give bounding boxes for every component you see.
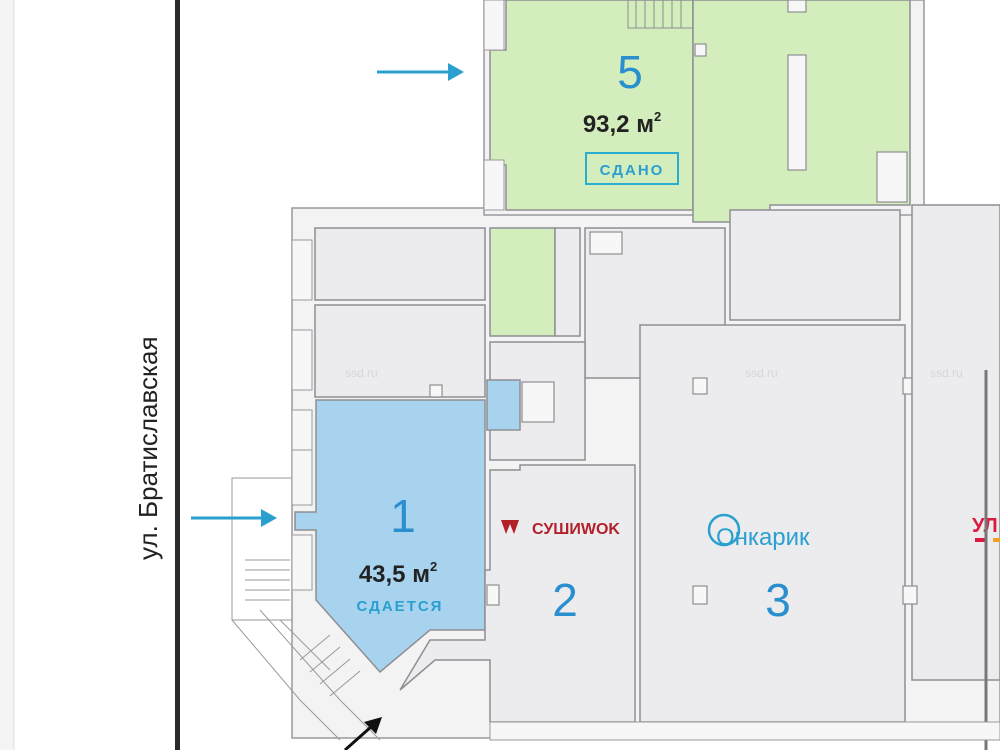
unit-2-number: 2 bbox=[552, 574, 578, 626]
unit-5[interactable]: 5 93,2 м2 СДАНО bbox=[489, 0, 911, 337]
unit-3-number: 3 bbox=[765, 574, 791, 626]
watermark: ssd.ru bbox=[345, 366, 378, 380]
entrance-arrow-icon bbox=[344, 717, 382, 750]
room-a bbox=[314, 227, 486, 301]
left-margin bbox=[0, 0, 14, 750]
svg-text:Онкарик: Онкарик bbox=[716, 524, 810, 551]
sushiwok-logo-icon: СУШИWOK bbox=[501, 520, 620, 538]
stairs-icon bbox=[627, 0, 693, 29]
onkarik-logo-icon: Онкарик bbox=[707, 513, 810, 551]
unit-1-status: СДАЕТСЯ bbox=[357, 598, 444, 615]
unit-5-status: СДАНО bbox=[600, 162, 665, 179]
room-f bbox=[554, 227, 581, 337]
entrance-arrow-icon bbox=[377, 63, 464, 81]
unit-2[interactable]: СУШИWOK 2 bbox=[399, 464, 636, 723]
unit-1-number: 1 bbox=[390, 490, 416, 542]
room-d bbox=[729, 209, 901, 321]
entrance-arrow-icon bbox=[191, 509, 277, 527]
unit-5-number: 5 bbox=[617, 46, 643, 98]
watermark: ssd.ru bbox=[745, 366, 778, 380]
street-label: ул. Братиславская bbox=[133, 336, 163, 560]
street-line bbox=[175, 0, 180, 750]
unit-3[interactable]: Онкарик 3 bbox=[639, 324, 918, 723]
unit-1[interactable]: 1 43,5 м2 СДАЕТСЯ bbox=[294, 379, 521, 674]
svg-text:СУШИWOK: СУШИWOK bbox=[532, 521, 620, 538]
unit-5-status-badge bbox=[585, 152, 679, 185]
unit-1-area: 43,5 м2 bbox=[359, 559, 437, 588]
unit-5-area: 93,2 м2 bbox=[583, 109, 661, 138]
room-b bbox=[314, 304, 486, 398]
watermark: ssd.ru bbox=[930, 366, 963, 380]
entrance-stairs-icon bbox=[231, 477, 381, 741]
